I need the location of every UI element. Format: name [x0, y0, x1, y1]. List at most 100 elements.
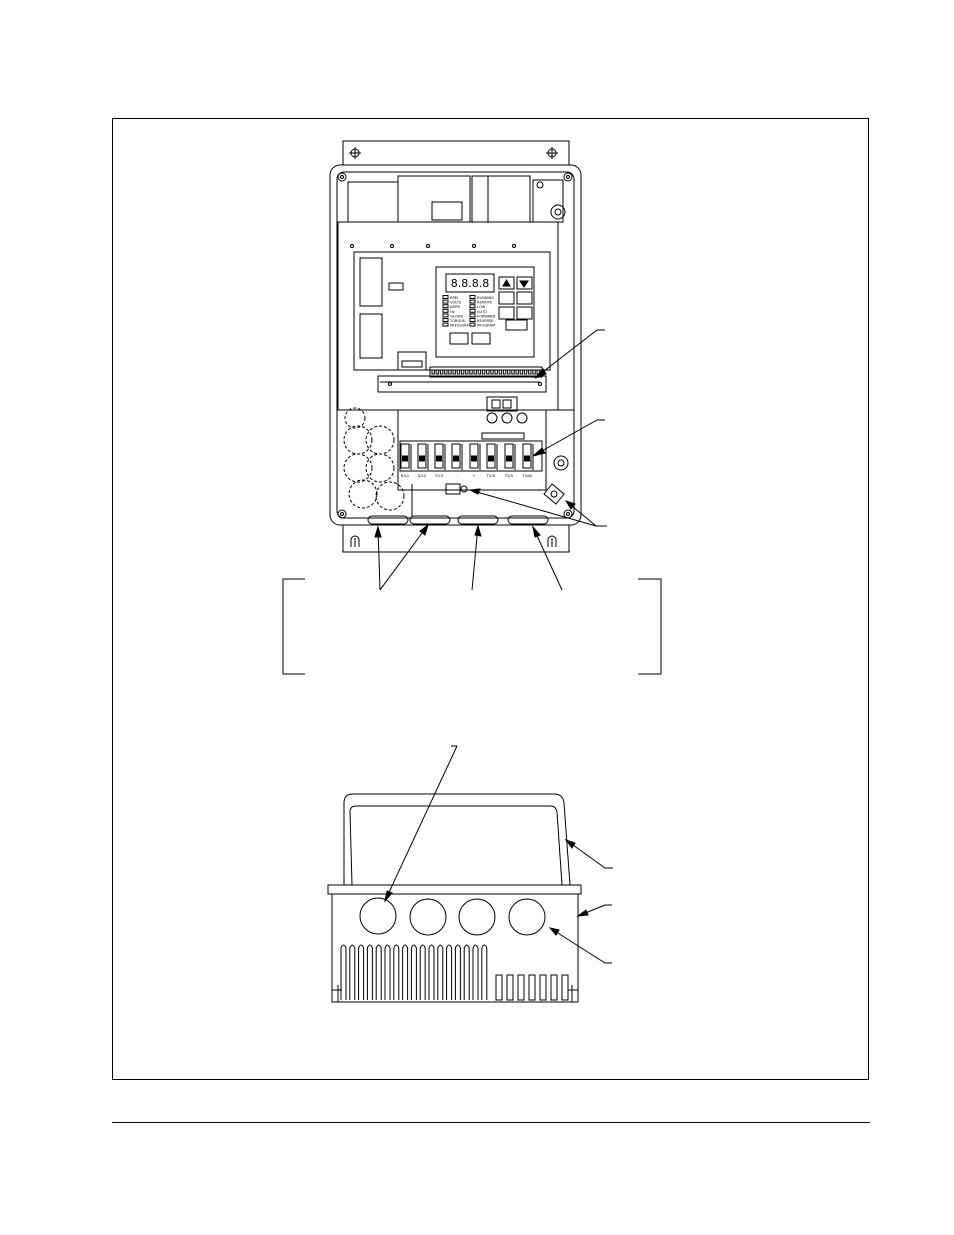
control-terminal-pin: [452, 369, 456, 375]
cooling-fin: [358, 944, 365, 1000]
led-label: AUTO: [477, 310, 487, 314]
status-led: [442, 322, 449, 327]
vent-slot: [550, 974, 558, 1001]
cooling-fin: [481, 944, 488, 1000]
status-led: [469, 313, 476, 318]
terminal-label: -: [455, 473, 457, 478]
corner-screw-icon: [563, 172, 573, 182]
status-led: [469, 295, 476, 299]
control-terminal-pin: [523, 369, 528, 375]
power-terminal: [522, 443, 532, 469]
control-terminal-pin: [528, 369, 532, 375]
base: [331, 894, 579, 1003]
corner-screw-icon: [337, 172, 347, 182]
cover-lip: [327, 884, 582, 895]
terminal-screw-icon: [471, 455, 477, 462]
led-label: RUNNING: [477, 296, 494, 300]
led-label: RPM: [450, 296, 458, 300]
cooling-fins: [340, 944, 569, 1001]
cooling-fin: [375, 944, 382, 1000]
status-led: [442, 313, 449, 318]
power-terminal: [504, 443, 514, 469]
keypad: 8.8.8.8 RPMVOLTSAMPSHz%LOADTORQUEPRESSUR…: [435, 266, 535, 358]
control-terminal-pin: [481, 369, 486, 375]
conduit-hole: [458, 898, 496, 936]
mounting-slot-icon: [350, 535, 360, 547]
run-key: [449, 332, 469, 345]
cooling-fin: [428, 944, 435, 1000]
vent-slot: [528, 974, 536, 1001]
power-terminal: [469, 443, 479, 469]
control-terminal-pin: [515, 369, 519, 375]
vent-slot: [539, 974, 547, 1001]
cooling-fin: [340, 944, 347, 1000]
control-terminal-pin: [494, 369, 498, 375]
led-label: TORQUE: [449, 319, 466, 323]
control-terminal-pin: [460, 369, 465, 375]
cover: [343, 793, 571, 886]
status-led: [469, 318, 476, 322]
status-led: [442, 308, 449, 313]
down-key: [516, 276, 533, 290]
control-terminal-pin: [502, 369, 507, 375]
control-terminal-pin: [473, 369, 477, 375]
mounting-slot-icon: [547, 535, 557, 547]
control-terminal-pin: [448, 369, 452, 375]
drive-bottom-view: [327, 793, 582, 1003]
drive-housing: [329, 164, 582, 526]
status-led: [469, 304, 476, 309]
terminal-screw-icon: [419, 455, 425, 462]
stop-key: [471, 332, 491, 345]
front-callouts: [374, 329, 607, 591]
control-terminal-pin: [532, 369, 536, 375]
led-label: PROGRAM: [477, 324, 495, 328]
led-label: LOW: [477, 305, 486, 309]
terminal-screw-icon: [453, 455, 459, 462]
digital-display: [445, 273, 495, 293]
status-led: [442, 295, 449, 299]
drive-front-view: 8.8.8.8 RPMVOLTSAMPSHz%LOADTORQUEPRESSUR…: [329, 140, 582, 553]
footer-rule: [112, 1122, 870, 1123]
led-label: FORWARD: [477, 314, 496, 318]
power-terminal: [434, 443, 444, 469]
mounting-hole-icon: [349, 147, 361, 159]
terminal-label: S/L2: [418, 473, 427, 478]
control-terminal-pin: [435, 369, 440, 375]
cooling-fin: [384, 944, 391, 1000]
control-terminal-pin: [439, 369, 444, 375]
top-mounting-tab: [342, 140, 570, 166]
bus-capacitors: [343, 407, 405, 511]
control-terminal-pin: [507, 369, 511, 375]
terminal-label: T2/V: [504, 473, 514, 478]
cooling-fin: [463, 944, 470, 1000]
terminal-screw-icon: [436, 455, 442, 462]
control-terminal-pin: [519, 369, 524, 375]
corner-screw-icon: [337, 509, 347, 519]
cooling-fin: [393, 944, 400, 1000]
vent-slot: [517, 974, 525, 1001]
terminal-label: T/L3: [434, 473, 444, 478]
status-led: [442, 318, 449, 322]
led-column-right: RUNNINGREMOTELOWAUTOFORWARDREVERSEPROGRA…: [469, 295, 496, 328]
cooling-fin: [446, 944, 453, 1000]
conduit-hole: [359, 897, 397, 935]
up-key: [498, 276, 515, 290]
power-terminal: [400, 443, 410, 469]
cooling-fin: [402, 944, 409, 1000]
led-label: %LOAD: [450, 314, 464, 318]
control-terminal-pin: [469, 369, 473, 375]
terminal-screw-icon: [524, 455, 530, 462]
terminal-screw-icon: [488, 455, 494, 462]
vent-slot: [495, 974, 503, 1001]
vent-slot: [506, 974, 514, 1001]
enter-key: [505, 319, 528, 331]
terminal-label: T3/W: [521, 473, 532, 478]
led-label: REMOTE: [477, 301, 493, 305]
cooling-fin: [349, 944, 356, 1000]
cooling-fin: [472, 944, 479, 1000]
cooling-fin: [366, 944, 373, 1000]
mounting-hole-icon: [546, 147, 558, 159]
status-led: [469, 308, 476, 313]
